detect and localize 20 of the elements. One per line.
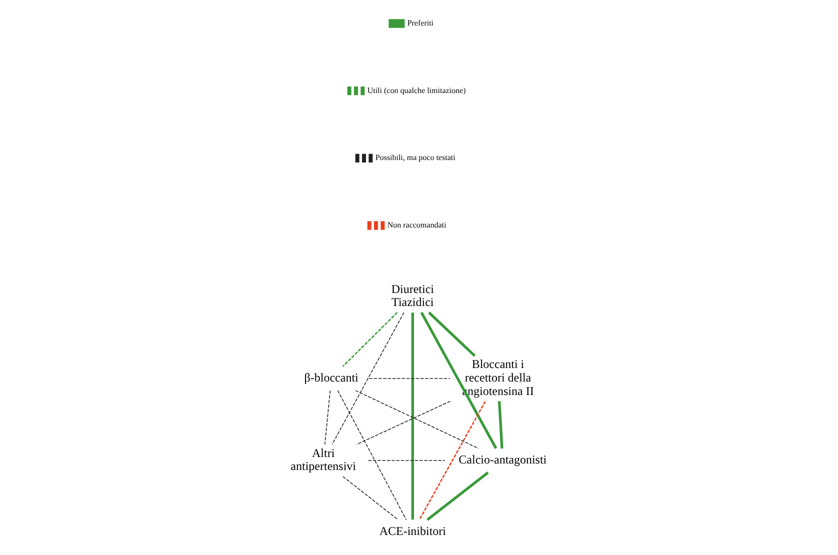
connector <box>418 401 486 520</box>
node-text: Calcio-antagonisti <box>458 452 546 466</box>
connector <box>428 312 476 357</box>
connector <box>331 312 404 445</box>
connector <box>497 401 503 449</box>
connector <box>410 312 414 520</box>
connector <box>342 476 398 520</box>
connector <box>336 390 406 520</box>
node-text: ACE-inibitori <box>378 524 446 538</box>
connector <box>324 390 330 445</box>
connector <box>354 390 478 449</box>
connector <box>356 400 450 445</box>
connector <box>342 312 398 367</box>
connector <box>367 460 445 461</box>
connector <box>420 312 497 449</box>
node-text: Diuretici Tiazidici <box>390 282 434 310</box>
connector <box>426 472 488 521</box>
node-text: β-bloccanti <box>304 370 358 384</box>
connector <box>368 378 450 379</box>
node-text: Altri antipertensivi <box>290 446 356 474</box>
